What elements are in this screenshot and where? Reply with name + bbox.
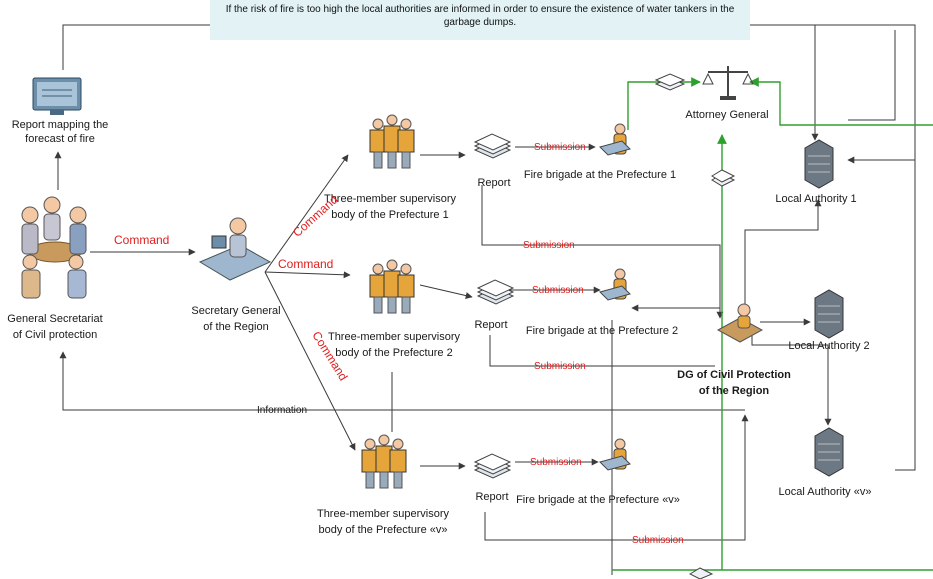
secretary-general-line2: of the Region (203, 321, 268, 333)
tmsb2-line1: Three-member supervisory (328, 331, 461, 343)
report-stack-icon-mid (711, 169, 736, 187)
report1-label: Report (477, 177, 510, 189)
lav-label: Local Authority «v» (779, 486, 872, 498)
top-note: If the risk of fire is too high the loca… (210, 0, 750, 40)
group-icon-2 (369, 259, 415, 314)
secretary-general-line1: Secretary General (191, 305, 280, 317)
general-secretariat-line1: General Secretariat (7, 313, 102, 325)
submission-label-4: Submission (534, 361, 586, 372)
firefighter-icon-1 (599, 123, 631, 156)
server-icon-1 (804, 139, 834, 189)
meeting-icon (21, 196, 87, 299)
firefighter-icon-2 (599, 268, 631, 301)
submission-label-6: Submission (632, 535, 684, 546)
general-secretariat-line2: of Civil protection (13, 329, 97, 341)
la2-label: Local Authority 2 (788, 340, 869, 352)
command2-label: Command (278, 257, 333, 271)
tmsb2-line2: body of the Prefecture 2 (335, 347, 452, 359)
group-icon-v (361, 434, 407, 489)
dg-line2: of the Region (699, 385, 770, 397)
firev-label: Fire brigade at the Prefecture «v» (516, 494, 680, 506)
server-icon-2 (814, 289, 844, 339)
submission-label-2: Submission (523, 240, 575, 251)
connectors (54, 24, 916, 575)
report-stack-icon-1 (473, 133, 512, 159)
fire1-label: Fire brigade at the Prefecture 1 (524, 169, 676, 181)
report-mapping-line2: forecast of fire (25, 133, 95, 145)
group-icon-1 (369, 114, 415, 169)
submission-label-3: Submission (532, 285, 584, 296)
monitor-icon (32, 77, 82, 115)
report-stack-icon-bottom (688, 567, 714, 579)
tmsbv-line1: Three-member supervisory (317, 508, 450, 520)
attorney-label: Attorney General (685, 109, 768, 121)
la1-label: Local Authority 1 (775, 193, 856, 205)
report-stack-icon-2 (476, 279, 515, 305)
firefighter-icon-v (599, 438, 631, 471)
command-main-label: Command (114, 233, 169, 247)
report-stack-icon-top (654, 73, 686, 91)
fire2-label: Fire brigade at the Prefecture 2 (526, 325, 678, 337)
scales-icon (702, 66, 754, 100)
report-stack-icon-v (473, 453, 512, 479)
report2-label: Report (474, 319, 507, 331)
green-connectors (612, 77, 933, 571)
tmsb1-line1: Three-member supervisory (324, 193, 457, 205)
dg-line1: DG of Civil Protection (677, 369, 791, 381)
submission-label-1: Submission (534, 142, 586, 153)
desk-worker-icon (198, 217, 272, 281)
server-icon-v (814, 427, 844, 477)
dg-desk-icon (716, 303, 764, 343)
tmsb1-line2: body of the Prefecture 1 (331, 209, 448, 221)
tmsbv-line2: body of the Prefecture «v» (318, 524, 447, 536)
reportv-label: Report (475, 491, 508, 503)
report-mapping-line1: Report mapping the (12, 119, 109, 131)
submission-label-5: Submission (530, 457, 582, 468)
information-label: Information (257, 405, 307, 416)
